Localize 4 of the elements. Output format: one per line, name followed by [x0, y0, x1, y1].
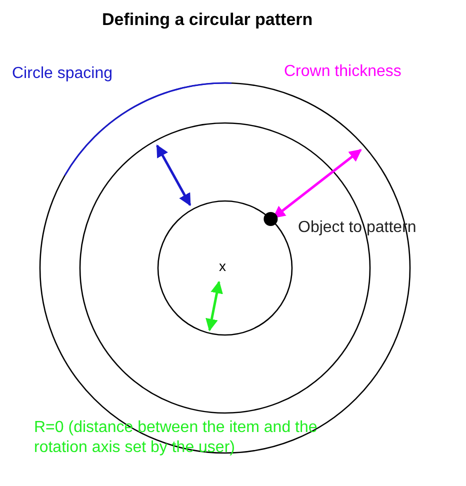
diagram-title: Defining a circular pattern — [102, 10, 313, 30]
dimension-label: Circle spacing — [12, 64, 112, 84]
dimension-label: Crown thickness — [284, 62, 402, 82]
center-mark: x — [219, 257, 226, 276]
